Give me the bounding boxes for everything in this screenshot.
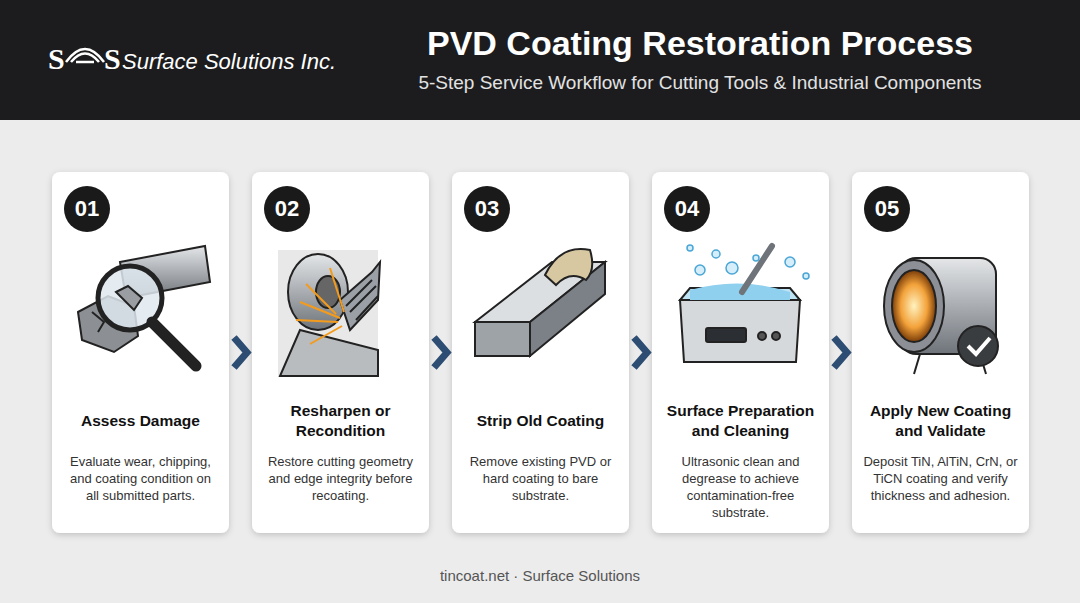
logo-letter: S xyxy=(104,42,121,76)
heading-wrap: Resharpen or Recondition xyxy=(260,394,421,448)
chevron xyxy=(634,338,647,368)
flow-arrow xyxy=(634,338,647,368)
step-description: Remove existing PVD or hard coating to b… xyxy=(462,454,619,505)
chevron xyxy=(234,338,247,368)
step-description: Ultrasonic clean and degrease to achieve… xyxy=(662,454,819,522)
step-heading: Strip Old Coating xyxy=(477,411,604,431)
step-number: 01 xyxy=(64,186,110,232)
step-card: 04Surface Preparation and CleaningUltras… xyxy=(652,172,829,533)
step-description: Restore cutting geometry and edge integr… xyxy=(262,454,419,505)
chevron xyxy=(834,338,847,368)
step-number: 04 xyxy=(664,186,710,232)
step-heading: Assess Damage xyxy=(81,411,200,431)
step-heading: Resharpen or Recondition xyxy=(260,401,421,441)
heading-wrap: Apply New Coating and Validate xyxy=(860,394,1021,448)
subtitle: 5-Step Service Workflow for Cutting Tool… xyxy=(340,72,1060,94)
step-description: Deposit TiN, AlTiN, CrN, or TiCN coating… xyxy=(862,454,1019,505)
title: PVD Coating Restoration Process xyxy=(340,24,1060,63)
company-name: Surface Solutions Inc. xyxy=(122,49,336,75)
step-card: 05Apply New Coating and ValidateDeposit … xyxy=(852,172,1029,533)
step-heading: Apply New Coating and Validate xyxy=(860,401,1021,441)
logo-letter: S xyxy=(48,42,65,76)
heading-wrap: Surface Preparation and Cleaning xyxy=(660,394,821,448)
heading-wrap: Strip Old Coating xyxy=(460,394,621,448)
caption: tincoat.net · Surface Solutions xyxy=(0,567,1080,584)
heading-wrap: Assess Damage xyxy=(60,394,221,448)
step-description: Evaluate wear, chipping, and coating con… xyxy=(62,454,219,505)
step-card: 01Assess DamageEvaluate wear, chipping, … xyxy=(52,172,229,533)
step-number: 05 xyxy=(864,186,910,232)
flow-arrow xyxy=(834,338,847,368)
step-number: 02 xyxy=(264,186,310,232)
step-heading: Surface Preparation and Cleaning xyxy=(660,401,821,441)
step-number: 03 xyxy=(464,186,510,232)
flow-arrow xyxy=(234,338,247,368)
flow-arrow xyxy=(434,338,447,368)
chevron xyxy=(434,338,447,368)
step-card: 02Resharpen or ReconditionRestore cuttin… xyxy=(252,172,429,533)
step-card: 03Strip Old CoatingRemove existing PVD o… xyxy=(452,172,629,533)
